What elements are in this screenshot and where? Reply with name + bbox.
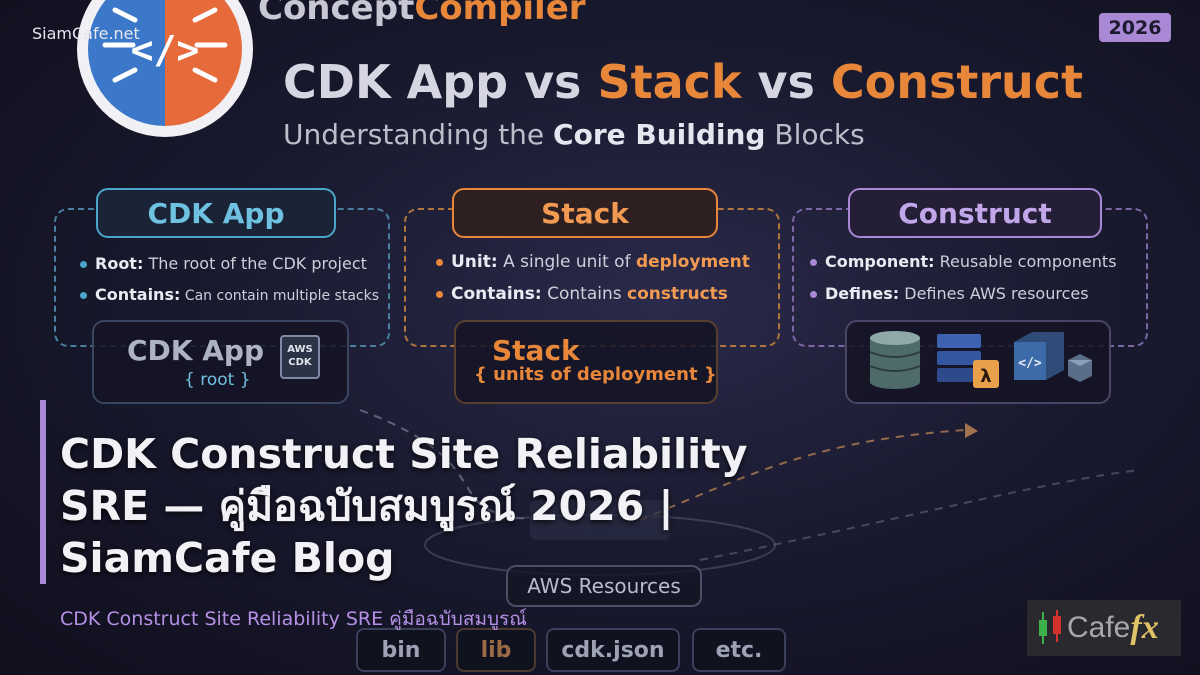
year-badge: 2026 <box>1099 13 1171 42</box>
brain-logo-icon: </> <box>77 0 253 137</box>
cdk-app-bullet-2: Contains: Can contain multiple stacks <box>80 285 379 304</box>
cafefx-accent: fx <box>1130 609 1159 646</box>
stack-inner-title: Stack <box>492 334 580 367</box>
article-subtitle: CDK Construct Site Reliability SRE คู่มื… <box>60 608 527 630</box>
stack-inner-sub: { units of deployment } <box>474 364 717 385</box>
cdk-app-inner-title: CDK App <box>127 334 264 367</box>
database-icon <box>869 331 921 389</box>
cdk-app-title: CDK App <box>96 188 336 238</box>
compute-stack-icon: λ <box>937 334 999 388</box>
svg-text:λ: λ <box>980 366 991 387</box>
subheadline: Understanding the Core Building Blocks <box>283 118 865 151</box>
overlay-accent-bar <box>40 400 46 584</box>
stack-bullet-2: Contains: Contains constructs <box>436 284 728 304</box>
construct-title: Construct <box>848 188 1102 238</box>
cdk-app-bullet-1: Root: The root of the CDK project <box>80 254 367 273</box>
article-title: CDK Construct Site Reliability SRE — คู่… <box>60 430 748 582</box>
file-lib: lib <box>456 628 536 672</box>
file-cdk-json: cdk.json <box>546 628 680 672</box>
aws-resources-label: AWS Resources <box>506 565 702 607</box>
cdk-app-inner-sub: { root } <box>184 370 251 390</box>
stack-bullet-1: Unit: A single unit of deployment <box>436 252 750 272</box>
stack-title: Stack <box>452 188 718 238</box>
cafefx-word: Cafe <box>1067 611 1131 644</box>
site-tag: SiamCafe.net <box>32 24 140 43</box>
svg-text:</>: </> <box>1018 356 1042 371</box>
code-cube-icon: </> <box>1014 332 1092 382</box>
file-bin: bin <box>356 628 446 672</box>
file-etc: etc. <box>692 628 786 672</box>
brand-title: ConceptCompiler <box>258 0 586 28</box>
candlestick-icon <box>1039 610 1061 644</box>
headline: CDK App vs Stack vs Construct <box>283 55 1084 109</box>
construct-bullet-1: Component: Reusable components <box>810 252 1117 271</box>
construct-bullet-2: Defines: Defines AWS resources <box>810 284 1089 303</box>
svg-text:</>: </> <box>131 28 200 72</box>
stack-inner-card <box>454 320 718 404</box>
